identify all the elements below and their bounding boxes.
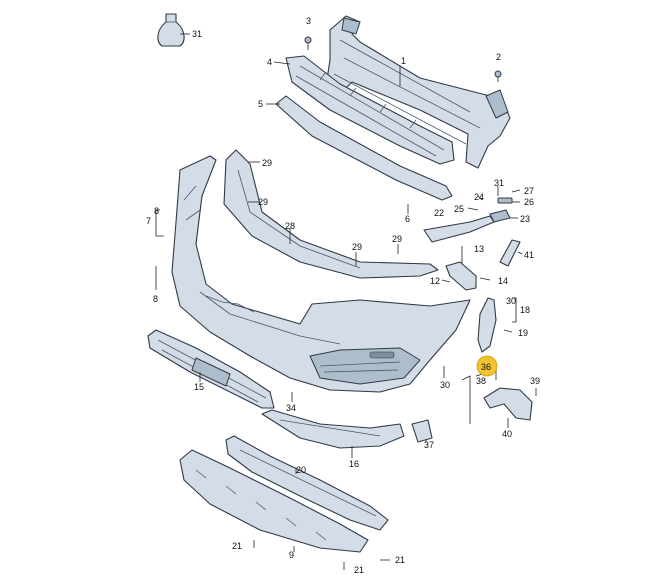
part-4-energy-absorber [285, 55, 455, 165]
callout-19: 19 [518, 328, 528, 338]
callout-29-d: 29 [392, 234, 402, 244]
callout-16: 16 [349, 459, 359, 469]
part-3-bolt [304, 36, 312, 50]
part-37-cap [411, 419, 433, 443]
callout-12: 12 [430, 276, 440, 286]
part-41-guide [499, 239, 521, 267]
callout-3: 3 [306, 16, 311, 26]
callout-41: 41 [524, 250, 534, 260]
callout-23: 23 [520, 214, 530, 224]
callout-21-left: 21 [232, 541, 242, 551]
part-28-upper-trim [223, 149, 439, 279]
callout-5: 5 [258, 99, 263, 109]
callout-40: 40 [502, 429, 512, 439]
callout-28: 28 [285, 221, 295, 231]
callout-26: 26 [524, 197, 534, 207]
callout-25: 25 [454, 204, 464, 214]
callout-8-upper: 8 [154, 206, 159, 216]
callout-27: 27 [524, 186, 534, 196]
callout-34: 34 [286, 403, 296, 413]
callout-15: 15 [194, 382, 204, 392]
callout-6: 6 [405, 214, 410, 224]
callout-7: 7 [146, 216, 151, 226]
callout-8-lower: 8 [153, 294, 158, 304]
part-2-bolt [494, 70, 502, 82]
part-22-bracket [423, 215, 495, 243]
part-26-clip [497, 197, 513, 204]
callout-30-right: 30 [506, 296, 516, 306]
callout-4: 4 [267, 57, 272, 67]
callout-35: 31 [192, 29, 202, 39]
part-1-impact-beam [325, 15, 511, 169]
callout-30-left: 30 [440, 380, 450, 390]
callout-21-right: 21 [395, 555, 405, 565]
callout-37: 37 [424, 440, 434, 450]
callout-29-a: 29 [262, 158, 272, 168]
part-12-13-mount [445, 246, 477, 291]
callout-9: 9 [289, 550, 294, 560]
callout-1: 1 [401, 56, 406, 66]
part-38-bracket [483, 387, 533, 421]
part-9-bottom-panel [179, 449, 369, 553]
callout-2: 2 [496, 52, 501, 62]
part-18-side-guide [477, 297, 497, 353]
part-7-bumper-cover [171, 155, 471, 393]
callout-18: 18 [520, 305, 530, 315]
callout-29-c: 29 [352, 242, 362, 252]
callout-14: 14 [498, 276, 508, 286]
callout-29-b: 29 [258, 197, 268, 207]
callout-21-bottom: 21 [354, 565, 364, 575]
callout-20: 20 [296, 465, 306, 475]
part-16-spoiler [261, 409, 405, 449]
part-15-lower-grille [147, 329, 275, 409]
callout-31: 31 [494, 178, 504, 188]
leader-lines [155, 33, 537, 570]
callout-39: 39 [530, 376, 540, 386]
part-35-bottle [157, 13, 185, 47]
part-20-deflector [225, 435, 389, 531]
callout-labels: 31 1 2 3 4 5 6 7 8 8 9 12 13 14 15 16 18… [146, 16, 540, 575]
callout-36-highlight: 36 [476, 355, 498, 377]
part-5-strip [275, 95, 453, 201]
callout-38: 38 [476, 376, 486, 386]
callout-36: 36 [481, 362, 491, 372]
part-23-bracket [489, 209, 511, 223]
callout-22: 22 [434, 208, 444, 218]
callout-13: 13 [474, 244, 484, 254]
callout-24: 24 [474, 192, 484, 202]
